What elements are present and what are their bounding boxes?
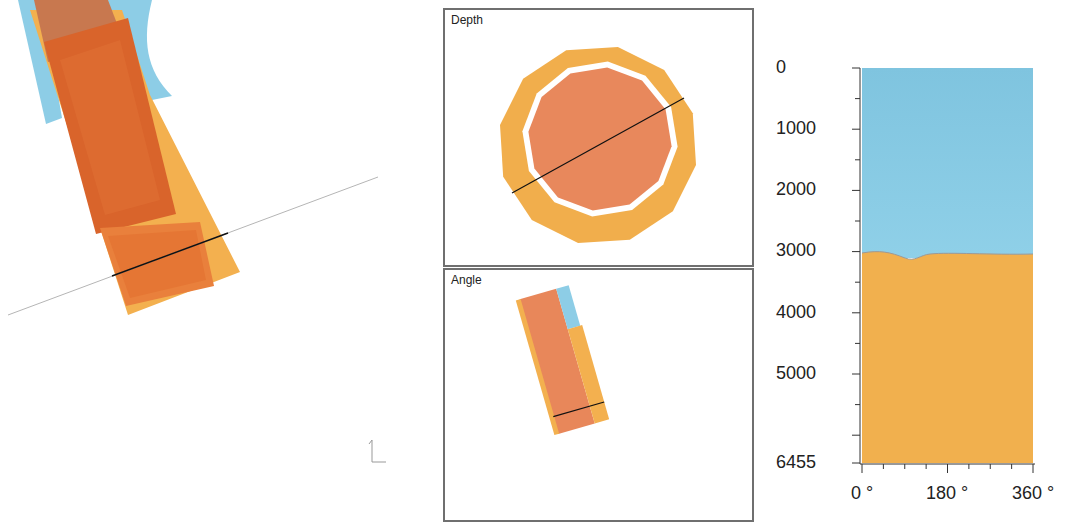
angle-axis-label: 0 ° [851,484,873,504]
cross-section [500,47,696,243]
angle-axis-label: 180 ° [926,484,968,504]
depth-axis-label: 3000 [776,241,816,261]
depth-axis-label: 2000 [776,180,816,200]
borehole-view [8,0,386,462]
angle-axis-label: 360 ° [1012,484,1054,504]
panel-title: Depth [445,11,489,29]
depth-axis-label: 5000 [776,364,816,384]
depth-axis-label: 4000 [776,303,816,323]
unrolled-log [852,68,1035,473]
angle-view [516,285,609,435]
depth-axis-label: 0 [776,58,786,78]
view-panel: Depth [443,8,754,267]
depth-axis-label: 1000 [776,119,816,139]
depth-axis-label: 6455 [776,453,816,473]
view-panel: Angle [443,268,754,522]
panel-title: Angle [445,271,488,289]
